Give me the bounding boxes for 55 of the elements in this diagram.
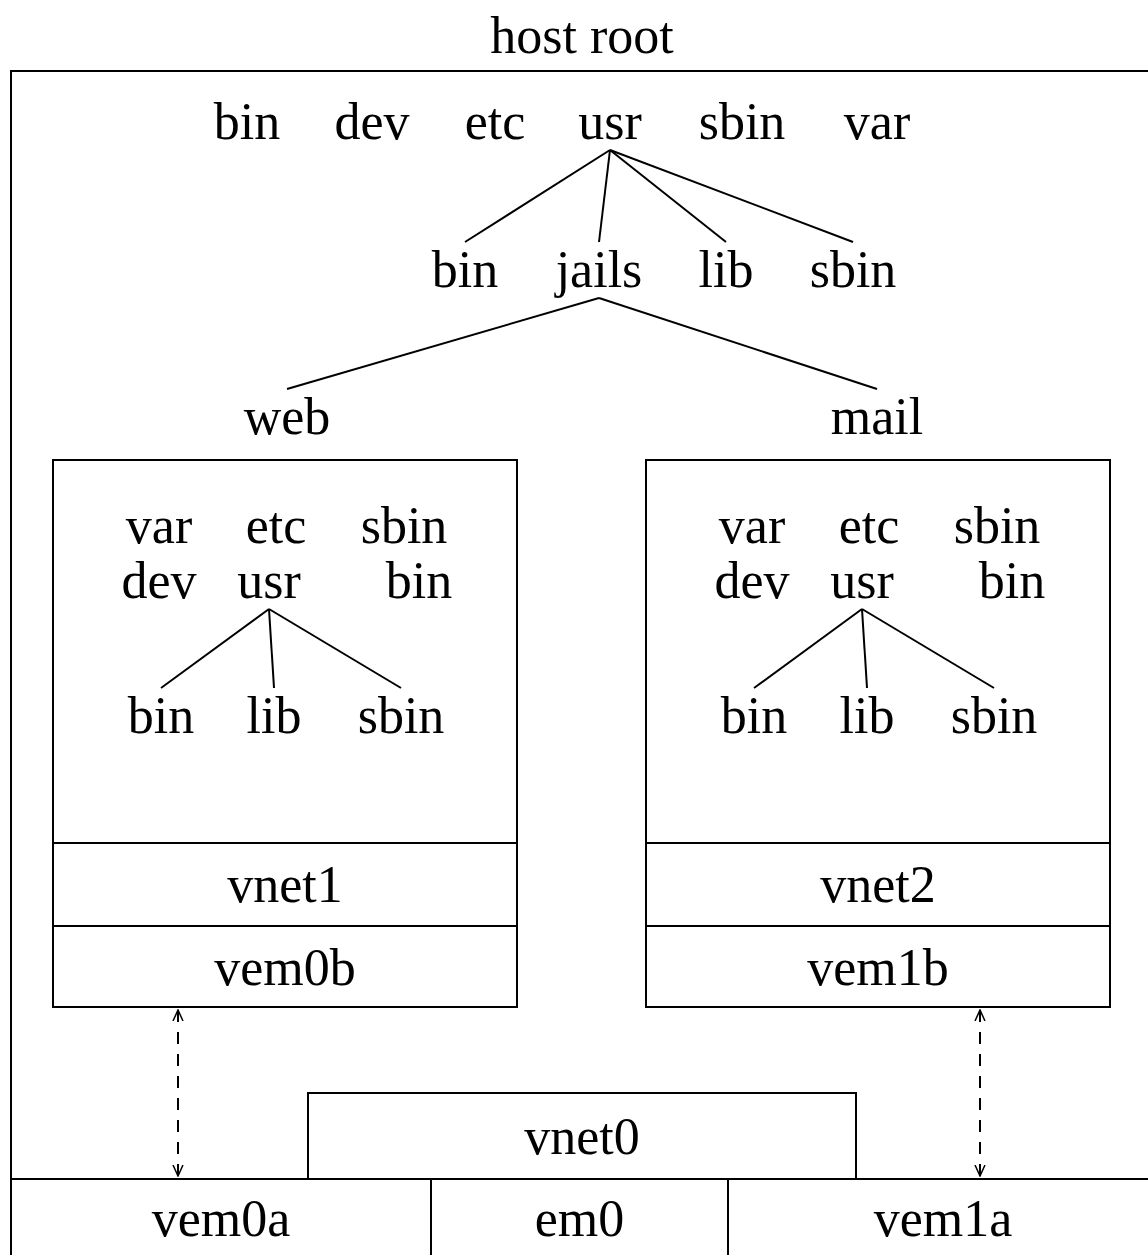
jail-box [52, 459, 518, 1008]
directory-label: var [843, 96, 911, 148]
tree-line [753, 608, 863, 689]
tree-line [464, 149, 611, 243]
interface-cell: vnet1 [54, 842, 516, 925]
jail-box [645, 459, 1111, 1008]
interface-cell: em0 [430, 1178, 727, 1255]
directory-label: web [243, 391, 331, 443]
directory-label: etc [838, 500, 900, 552]
tree-line [286, 297, 600, 390]
directory-label: dev [714, 555, 790, 607]
directory-label: var [718, 500, 786, 552]
directory-label: jails [555, 244, 643, 296]
directory-label: dev [334, 96, 410, 148]
directory-label: sbin [953, 500, 1041, 552]
directory-label: bin [431, 244, 499, 296]
tree-line [598, 149, 611, 243]
directory-label: sbin [360, 500, 448, 552]
interface-cell: vem0a [10, 1178, 430, 1255]
directory-label: etc [245, 500, 307, 552]
title-label: host root [490, 10, 674, 62]
directory-label: lib [698, 244, 754, 296]
tree-line [861, 608, 995, 689]
directory-label: usr [578, 96, 642, 148]
directory-label: sbin [698, 96, 786, 148]
interface-box: vnet0 [307, 1092, 857, 1180]
tree-line [268, 608, 275, 689]
directory-label: usr [237, 555, 301, 607]
directory-label: dev [121, 555, 197, 607]
directory-label: bin [127, 690, 195, 742]
directory-label: sbin [950, 690, 1038, 742]
directory-label: bin [213, 96, 281, 148]
directory-label: mail [830, 391, 924, 443]
directory-label: etc [464, 96, 526, 148]
directory-label: lib [246, 690, 302, 742]
directory-label: bin [385, 555, 453, 607]
directory-label: bin [978, 555, 1046, 607]
tree-line [609, 149, 727, 243]
dashed-arrow [172, 1009, 184, 1177]
tree-line [598, 297, 878, 390]
tree-line [861, 608, 868, 689]
dashed-arrow [974, 1009, 986, 1177]
interface-cell: vem1b [647, 925, 1109, 1008]
directory-label: bin [720, 690, 788, 742]
directory-label: lib [839, 690, 895, 742]
tree-line [609, 149, 854, 243]
directory-label: sbin [357, 690, 445, 742]
directory-label: usr [830, 555, 894, 607]
interface-cell: vnet2 [647, 842, 1109, 925]
directory-label: sbin [809, 244, 897, 296]
directory-label: var [125, 500, 193, 552]
interface-cell: vem1a [727, 1178, 1148, 1255]
tree-line [160, 608, 270, 689]
tree-line [268, 608, 402, 689]
interface-cell: vem0b [54, 925, 516, 1008]
